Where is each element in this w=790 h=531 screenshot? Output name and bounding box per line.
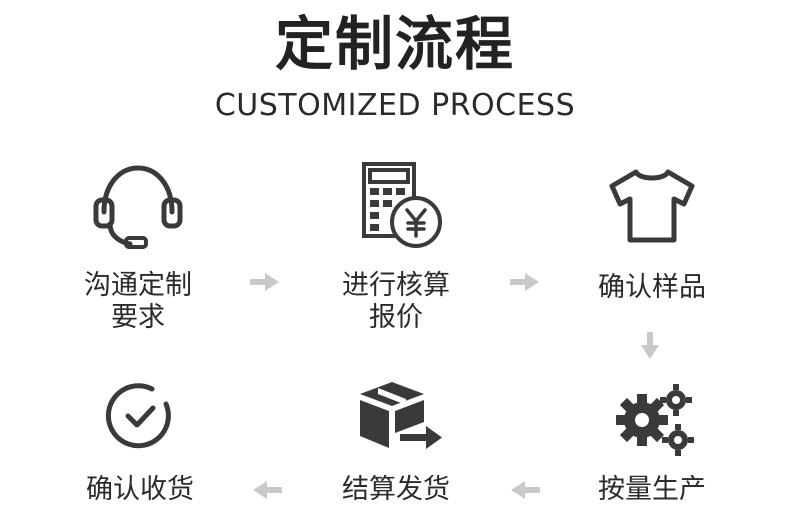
calculator-yen-icon <box>362 162 442 248</box>
page-title: 定制流程 <box>274 10 515 78</box>
step-label-confirm-receipt: 确认收货 <box>86 474 194 505</box>
tshirt-icon <box>609 169 695 243</box>
arrow-right-icon <box>250 273 279 291</box>
step-label-quote: 进行核算 报价 <box>342 270 450 333</box>
headset-icon <box>93 165 183 249</box>
arrow-down-icon <box>641 332 659 359</box>
step-label-settle-ship: 结算发货 <box>342 474 450 505</box>
check-circle-icon <box>105 383 171 449</box>
page-subtitle: CUSTOMIZED PROCESS <box>214 88 576 123</box>
arrow-left-icon <box>253 481 282 499</box>
step-label-confirm-sample: 确认样品 <box>598 272 706 303</box>
step-label-production: 按量生产 <box>598 474 706 505</box>
arrow-right-icon <box>510 273 539 291</box>
step-label-communicate: 沟通定制 要求 <box>84 270 192 333</box>
arrow-left-icon <box>511 481 540 499</box>
box-shipping-icon <box>360 382 442 449</box>
gears-icon <box>616 384 694 456</box>
